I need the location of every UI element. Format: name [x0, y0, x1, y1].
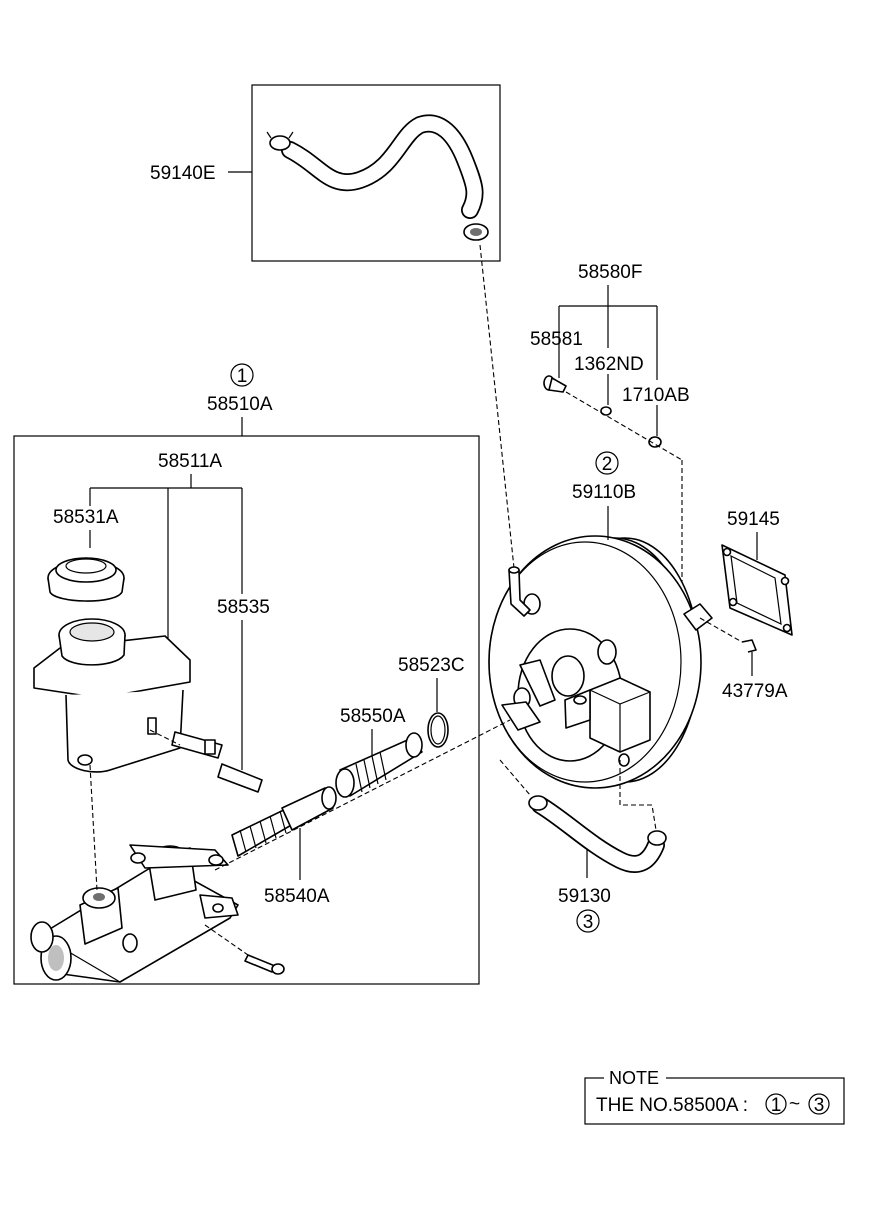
grommet — [600, 406, 612, 416]
label-58580F: 58580F — [578, 262, 642, 283]
label-1362ND: 1362ND — [574, 354, 644, 375]
master-cylinder-box: 1 58510A 58511A 58531A 58535 58523C — [13, 363, 511, 985]
label-59145: 59145 — [727, 509, 780, 530]
label-58510A: 58510A — [207, 394, 273, 415]
gasket-outline — [721, 544, 793, 636]
label-58535: 58535 — [217, 597, 270, 618]
label-1710AB: 1710AB — [622, 385, 690, 406]
note-circle-start — [765, 1093, 787, 1115]
booster-hose: 59130 3 — [499, 759, 667, 933]
label-58581: 58581 — [530, 329, 583, 350]
hose-clamp — [528, 795, 548, 811]
svg-text:3: 3 — [583, 912, 594, 933]
assembly-box — [13, 435, 480, 985]
note-box: NOTE THE NO.58500A : 1 ~ 3 — [584, 1068, 845, 1125]
svg-text:3: 3 — [814, 1095, 825, 1116]
label-59140E: 59140E — [150, 163, 216, 184]
label-58523C: 58523C — [398, 655, 465, 676]
svg-text:1: 1 — [237, 366, 248, 387]
label-58531A: 58531A — [53, 507, 119, 528]
reservoir-body — [65, 689, 184, 773]
clip-43779A: 43779A — [722, 639, 788, 702]
label-58511A: 58511A — [158, 451, 222, 472]
brake-booster: 59110B 2 — [488, 451, 743, 789]
note-range-separator: ~ — [789, 1094, 800, 1115]
label-43779A: 43779A — [722, 681, 788, 702]
booster-stud-hole — [597, 639, 617, 665]
booster-gasket: 59145 — [721, 509, 793, 636]
note-title: NOTE — [609, 1068, 659, 1088]
hose-clamp-left — [269, 135, 291, 151]
check-valve-kit: 58580F 58581 1362ND 1710AB — [530, 262, 690, 600]
label-58550A: 58550A — [340, 706, 406, 727]
svg-text:2: 2 — [602, 454, 613, 475]
booster-port — [551, 655, 585, 697]
inset-box — [251, 84, 501, 262]
mounting-bolt — [244, 954, 276, 973]
note-text: THE NO.58500A : — [596, 1095, 748, 1116]
circle-2 — [595, 451, 619, 475]
circle-1 — [230, 363, 254, 387]
svg-text:1: 1 — [771, 1095, 782, 1116]
label-59130: 59130 — [558, 886, 611, 907]
vacuum-hose-inset: 59140E — [150, 84, 501, 262]
label-59110B: 59110B — [572, 482, 636, 503]
o-ring — [648, 436, 662, 448]
note-circle-end — [808, 1093, 830, 1115]
circle-3 — [576, 909, 600, 933]
label-58540A: 58540A — [264, 886, 330, 907]
